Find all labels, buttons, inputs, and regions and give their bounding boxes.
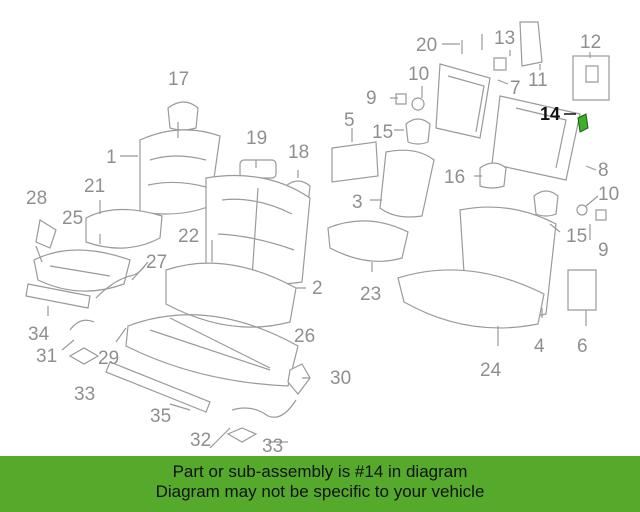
label-8: 8 <box>598 160 609 181</box>
leader-lines <box>35 43 599 449</box>
label-13: 13 <box>494 28 515 49</box>
clip-33a <box>68 347 100 365</box>
headrest-17 <box>167 101 199 131</box>
seat-back-3 <box>379 149 435 218</box>
info-banner: Part or sub-assembly is #14 in diagram D… <box>0 456 640 512</box>
panel-6 <box>567 269 597 311</box>
frame-7 <box>435 63 491 139</box>
label-26: 26 <box>294 326 315 347</box>
frame-8 <box>491 95 581 181</box>
panel-5 <box>331 141 379 183</box>
label-9b: 9 <box>598 240 609 261</box>
label-1: 1 <box>106 147 117 168</box>
label-18: 18 <box>288 142 309 163</box>
label-24: 24 <box>480 360 502 381</box>
bolt-9a <box>395 93 407 105</box>
part-31 <box>69 319 95 331</box>
latch-13 <box>493 57 507 71</box>
label-10b: 10 <box>598 184 619 205</box>
label-14: 14 <box>540 104 560 124</box>
label-22: 22 <box>178 226 199 247</box>
cushion-21 <box>85 208 163 249</box>
banner-line-2: Diagram may not be specific to your vehi… <box>155 482 485 501</box>
trim-35 <box>105 361 211 413</box>
headrest-15a <box>405 118 431 145</box>
label-17: 17 <box>168 69 189 90</box>
label-4: 4 <box>534 336 545 357</box>
label-25: 25 <box>62 208 83 229</box>
label-21: 21 <box>84 176 105 197</box>
frame-29 <box>125 314 299 387</box>
trim-34 <box>25 283 91 309</box>
label-20: 20 <box>416 35 437 56</box>
label-9a: 9 <box>366 88 377 109</box>
label-15b: 15 <box>566 226 587 247</box>
frame-25 <box>33 249 131 292</box>
label-35: 35 <box>150 406 171 427</box>
label-7: 7 <box>510 78 521 99</box>
label-31: 31 <box>36 346 57 367</box>
clip-33b <box>226 427 258 443</box>
cushion-23 <box>327 220 409 262</box>
label-2: 2 <box>312 278 323 299</box>
label-12: 12 <box>580 32 601 53</box>
label-27: 27 <box>146 252 167 273</box>
label-15a: 15 <box>372 122 393 143</box>
label-23: 23 <box>360 284 381 305</box>
label-6: 6 <box>577 336 588 357</box>
label-29: 29 <box>98 348 119 369</box>
label-5: 5 <box>344 110 355 131</box>
latch-11 <box>519 21 543 67</box>
cushion-22 <box>165 262 297 328</box>
label-3: 3 <box>352 192 363 213</box>
bracket-28 <box>35 219 57 249</box>
harness-27 <box>95 263 147 299</box>
part-12 <box>585 65 599 83</box>
washer-10a <box>411 97 425 111</box>
hinge-30 <box>287 363 311 395</box>
label-32: 32 <box>190 430 211 451</box>
bolt-9b <box>595 209 607 221</box>
headrest-16 <box>479 162 507 189</box>
label-10a: 10 <box>408 64 429 85</box>
label-33a: 33 <box>74 384 95 405</box>
label-33b: 33 <box>262 436 283 456</box>
bolts-20 <box>461 34 483 54</box>
label-34: 34 <box>28 324 50 345</box>
seat-back-1 <box>139 129 221 215</box>
label-30: 30 <box>330 368 351 389</box>
label-16: 16 <box>444 167 465 188</box>
box-12 <box>572 55 610 101</box>
label-28: 28 <box>26 188 47 209</box>
part-14-highlighted <box>577 113 589 133</box>
label-19: 19 <box>246 128 267 149</box>
washer-10b <box>576 204 588 216</box>
harness-32 <box>231 399 297 418</box>
cushion-24 <box>397 269 545 329</box>
headrest-15b <box>533 190 559 217</box>
banner-line-1: Part or sub-assembly is #14 in diagram <box>172 462 468 481</box>
label-11: 11 <box>528 70 548 91</box>
parts-diagram: 1 2 3 4 5 6 7 8 9 9 10 10 11 12 13 14 15… <box>25 21 619 456</box>
